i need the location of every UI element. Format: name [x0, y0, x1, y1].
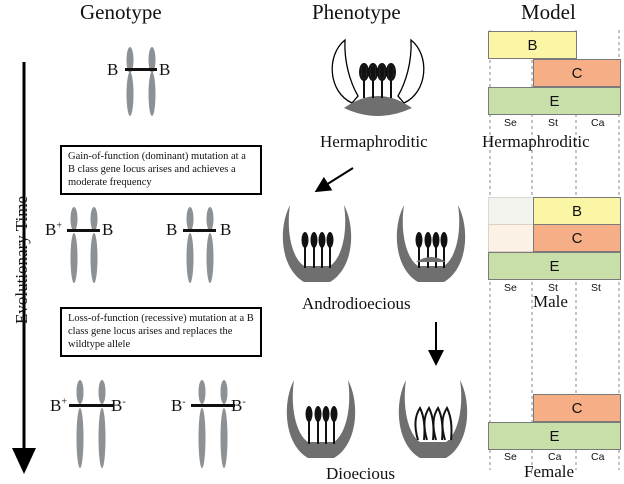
androdioecious-phenotype-label: Androdioecious — [302, 294, 411, 313]
model-herm-e-bar: E — [488, 87, 621, 115]
model-header: Model — [521, 0, 576, 24]
genotype-bottom-right-allele-1: B- — [171, 396, 186, 415]
model-herm-c-bar: C — [533, 59, 621, 87]
model-male-faded-c-region — [488, 224, 534, 252]
model-female-c-bar: C — [533, 394, 621, 422]
model-male-e-bar: E — [488, 252, 621, 280]
model-male-c-bar: C — [533, 224, 621, 252]
gain-of-function-box: Gain-of-function (dominant) mutation at … — [60, 145, 262, 195]
hermaphroditic-flower-icon — [331, 38, 425, 116]
genotype-top-left-allele: B — [107, 60, 119, 79]
model-female-e-bar: E — [488, 422, 621, 450]
genotype-mid-left-allele-1: B+ — [45, 220, 62, 239]
model-male-whorl-2: St — [548, 282, 558, 294]
dioecious-female-flower-icon — [398, 380, 468, 458]
model-female-whorl-1: Se — [504, 451, 517, 463]
model-herm-whorl-1: Se — [504, 117, 517, 129]
model-female-whorl-3: Ca — [591, 451, 605, 463]
model-herm-whorl-3: Ca — [591, 117, 605, 129]
model-male-whorl-1: Se — [504, 282, 517, 294]
evolutionary-time-arrow — [12, 62, 36, 474]
genotype-header: Genotype — [80, 0, 162, 24]
loss-of-function-box: Loss-of-function (recessive) mutation at… — [60, 307, 262, 357]
model-herm-b-bar: B — [488, 31, 577, 59]
genotype-mid-right-allele-1: B — [166, 220, 178, 239]
dioecious-phenotype-label: Dioecious — [326, 464, 395, 483]
model-female-whorl-2: Ca — [548, 451, 562, 463]
arrow-to-androdioecious — [314, 167, 354, 193]
model-herm-whorl-2: St — [548, 117, 558, 129]
chromosome-pair-bottom-right — [191, 380, 235, 468]
model-male-whorl-3: St — [591, 282, 601, 294]
chromosome-pair-mid-right — [183, 207, 216, 283]
chromosome-pair-bottom-left — [69, 380, 113, 468]
genotype-mid-right-allele-2: B — [220, 220, 232, 239]
genotype-bottom-left-allele-1: B+ — [50, 396, 67, 415]
genotype-bottom-left-allele-2: B- — [111, 396, 126, 415]
model-male-faded-b-region — [488, 197, 534, 225]
chromosome-pair-top — [125, 47, 157, 116]
androdioecious-flower-left-icon — [282, 205, 352, 282]
evolutionary-time-label: Evolutionary Time — [12, 196, 31, 324]
hermaphroditic-phenotype-label: Hermaphroditic — [320, 132, 428, 151]
chromosome-pair-mid-left — [67, 207, 100, 283]
genotype-mid-left-allele-2: B — [102, 220, 114, 239]
dioecious-male-flower-icon — [286, 380, 356, 458]
model-male-title: Male — [533, 292, 568, 311]
model-herm-title: Hermaphroditic — [482, 132, 590, 151]
genotype-top-right-allele: B — [159, 60, 171, 79]
genotype-bottom-right-allele-2: B- — [231, 396, 246, 415]
model-female-title: Female — [524, 462, 575, 481]
model-male-b-bar: B — [533, 197, 621, 225]
androdioecious-flower-right-icon — [396, 205, 466, 282]
phenotype-header: Phenotype — [312, 0, 401, 24]
